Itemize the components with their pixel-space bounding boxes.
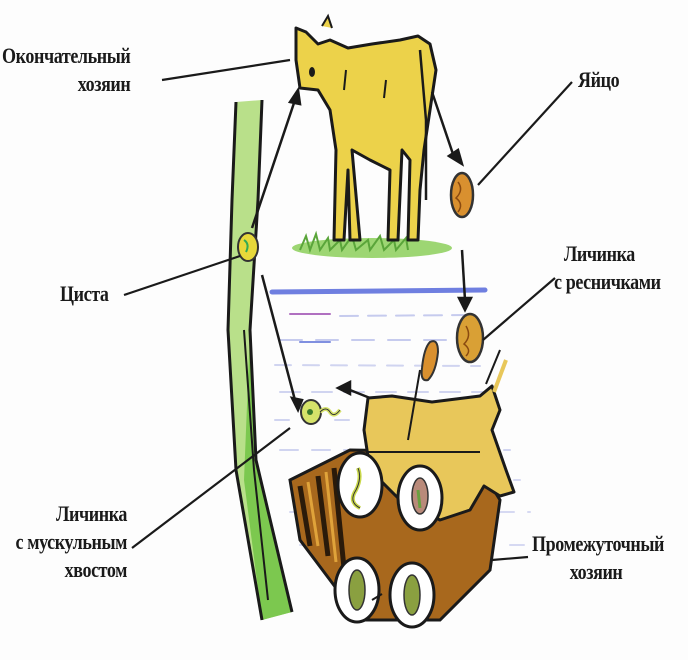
grass-tuft [292,230,452,258]
label-tail-larva: Личинка с мускульным хвостом [15,501,128,582]
ciliated-larva-illustration [455,312,485,364]
label-ciliated-larva: Личинка с ресничками [554,241,661,294]
cycle-arrows [250,86,474,441]
egg-illustration [449,171,475,219]
larva-entering-snail [420,340,440,382]
cyst-illustration [237,232,259,262]
tail-larva-illustration [300,399,342,425]
grass-blade [226,99,294,621]
snail-illustration [288,349,516,629]
label-intermediate-host: Промежуточный хозяин [532,531,665,584]
label-cyst: Циста [60,281,109,306]
cow-illustration [294,13,438,242]
leader-lines [123,58,573,562]
label-egg: Яйцо [578,67,620,92]
label-definitive-host: Окончательный хозяин [2,43,131,96]
